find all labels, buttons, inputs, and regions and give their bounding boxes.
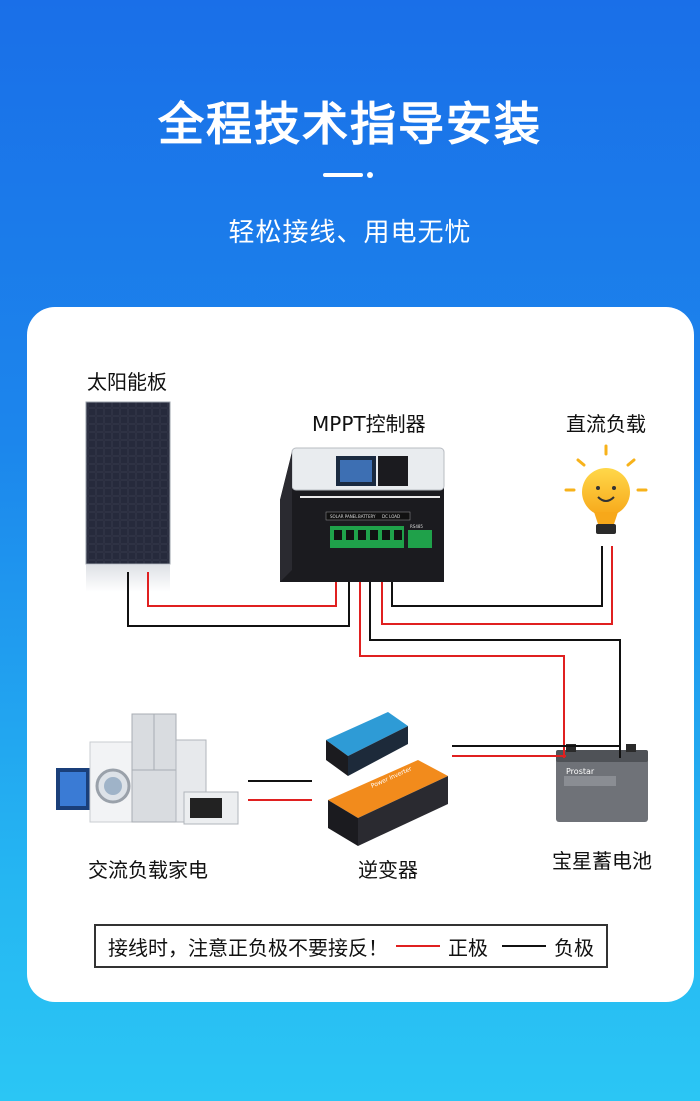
wire-load-negative: [391, 546, 603, 607]
legend-negative-swatch: [502, 945, 546, 947]
header-decoration: [323, 172, 373, 178]
wire-solar-negative: [127, 572, 350, 627]
wire-battery-positive: [359, 582, 565, 758]
wires: [127, 546, 621, 801]
legend-positive-swatch: [396, 945, 440, 947]
controller-terminal-rs485: RS485: [410, 524, 423, 529]
controller-terminal-load: DC LOAD: [382, 514, 400, 519]
mppt-controller-image: [280, 447, 445, 582]
battery-label: 宝星蓄电池: [552, 849, 652, 873]
legend-note: 接线时，注意正负极不要接反！: [108, 935, 388, 960]
header-title: 全程技术指导安装: [158, 97, 542, 151]
controller-terminal-solar: SOLAR PANEL: [330, 514, 358, 519]
controller-terminal-battery: BATTERY: [358, 514, 376, 519]
inverter-label: 逆变器: [358, 858, 418, 882]
wiring-legend: 接线时，注意正负极不要接反！ 正极 负极: [94, 924, 608, 968]
solar-panel-image: [85, 401, 171, 592]
wire-solar-positive: [147, 572, 337, 607]
header-subtitle: 轻松接线、用电无忧: [228, 218, 472, 248]
light-bulb-icon: [564, 444, 648, 534]
legend-positive-label: 正极: [448, 935, 488, 960]
dc-load-label: 直流负载: [566, 412, 646, 436]
home-appliances-image: [56, 713, 239, 825]
battery-image: [556, 744, 648, 822]
wire-battery-negative: [369, 582, 621, 758]
inverter-image: [326, 712, 448, 846]
controller-label: MPPT控制器: [312, 412, 426, 436]
solar-panel-label: 太阳能板: [87, 370, 167, 394]
ac-load-label: 交流负载家电: [88, 858, 208, 882]
legend-negative-label: 负极: [554, 935, 594, 960]
battery-brand-text: Prostar: [566, 767, 595, 776]
wire-load-positive: [381, 546, 613, 625]
